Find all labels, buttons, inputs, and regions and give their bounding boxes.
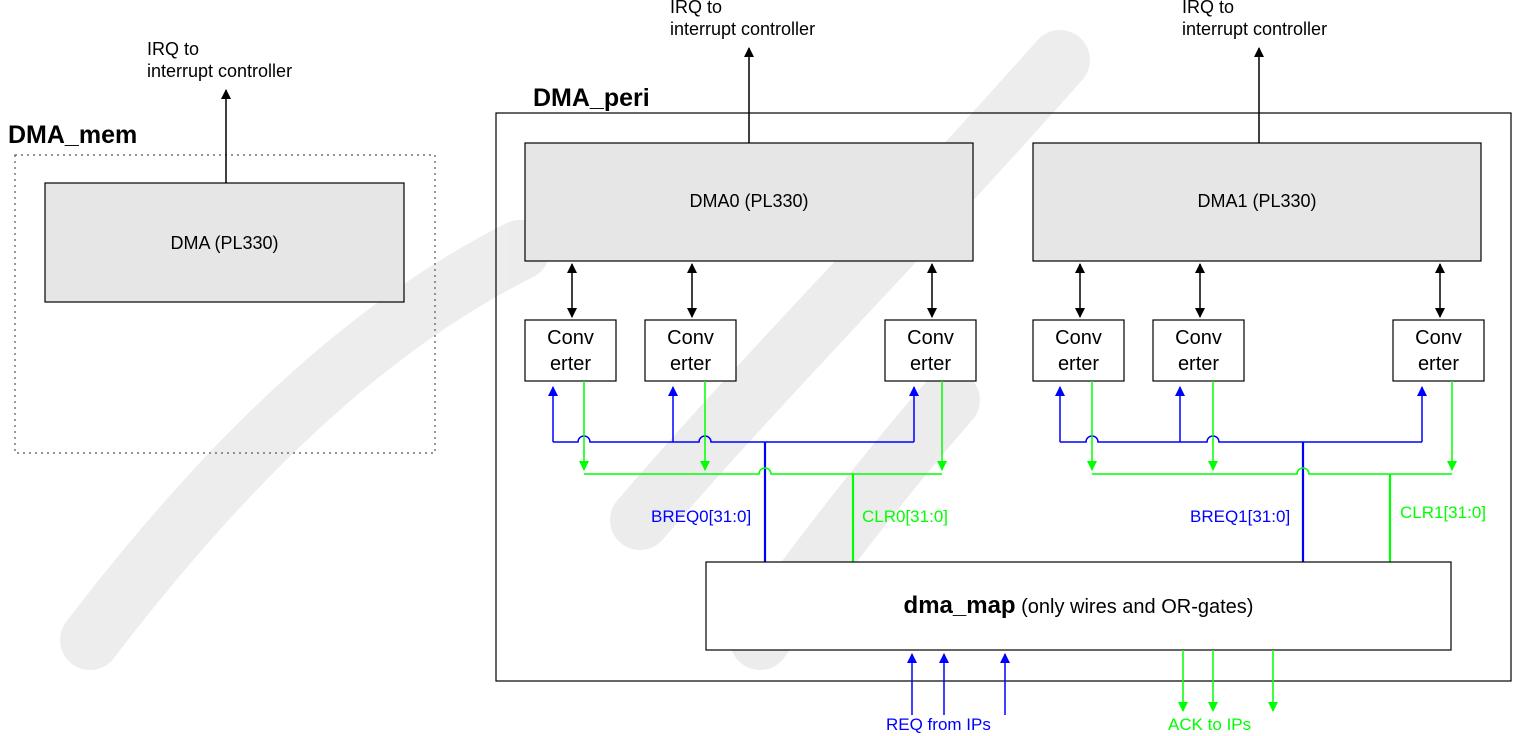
dma-peri-title: DMA_peri bbox=[533, 84, 650, 112]
breq0-bus bbox=[548, 386, 919, 562]
req-arrows bbox=[907, 653, 1010, 715]
dma-mem-block-label: DMA (PL330) bbox=[170, 233, 279, 253]
converter-line2: erter bbox=[1057, 353, 1100, 375]
breq1-bus bbox=[1055, 386, 1427, 562]
converter-line1: Conv bbox=[1415, 327, 1462, 349]
dma1-irq-label: IRQ to interrupt controller bbox=[1182, 0, 1327, 40]
dma1-block-label: DMA1 (PL330) bbox=[1197, 191, 1317, 211]
converter-box bbox=[644, 319, 737, 382]
irq-line2: interrupt controller bbox=[147, 61, 293, 81]
converter-line1: Conv bbox=[1175, 327, 1222, 349]
dma-mem-block bbox=[44, 182, 405, 303]
converter-label: Conv erter bbox=[1033, 325, 1124, 377]
converter-line2: erter bbox=[549, 353, 592, 375]
converter-label: Conv erter bbox=[1153, 325, 1244, 377]
breq1-label: BREQ1[31:0] bbox=[1190, 507, 1291, 526]
converter-box bbox=[1032, 319, 1125, 382]
clr0-label: CLR0[31:0] bbox=[862, 507, 948, 526]
converter-line1: Conv bbox=[907, 327, 954, 349]
converter-box bbox=[1152, 319, 1245, 382]
dma-converter-links bbox=[567, 263, 1445, 318]
converter-line2: erter bbox=[909, 353, 952, 375]
converter-label: Conv erter bbox=[885, 325, 976, 377]
dma1-block bbox=[1032, 142, 1482, 262]
dma0-irq-label: IRQ to interrupt controller bbox=[670, 0, 815, 40]
dma-map-desc: (only wires and OR-gates) bbox=[1021, 596, 1254, 618]
converter-box bbox=[524, 319, 617, 382]
converter-line2: erter bbox=[1417, 353, 1460, 375]
dma-map-block bbox=[705, 561, 1452, 651]
dma0-block-label: DMA0 (PL330) bbox=[689, 191, 809, 211]
converter-label: Conv erter bbox=[645, 325, 736, 377]
dma-mem-title: DMA_mem bbox=[8, 121, 138, 149]
converter-label: Conv erter bbox=[1393, 325, 1484, 377]
irq-line1: IRQ to bbox=[147, 39, 200, 59]
converter-boxes bbox=[524, 319, 1485, 382]
converter-box bbox=[1392, 319, 1485, 382]
irq-line2: interrupt controller bbox=[1182, 19, 1328, 39]
dma-mem-irq-label: IRQ to interrupt controller bbox=[147, 38, 292, 82]
irq-line2: interrupt controller bbox=[670, 19, 816, 39]
dma-mem-frame bbox=[14, 154, 436, 454]
converter-line1: Conv bbox=[1055, 327, 1102, 349]
converter-line2: erter bbox=[669, 353, 712, 375]
breq0-label: BREQ0[31:0] bbox=[651, 507, 752, 526]
converter-line2: erter bbox=[1177, 353, 1220, 375]
dma-map-name: dma_map bbox=[903, 592, 1016, 619]
converter-line1: Conv bbox=[667, 327, 714, 349]
clr1-label: CLR1[31:0] bbox=[1400, 503, 1486, 522]
ack-arrows bbox=[1178, 650, 1278, 712]
ack-to-ips-label: ACK to IPs bbox=[1168, 715, 1252, 734]
clr0-bus bbox=[579, 381, 947, 562]
converter-line1: Conv bbox=[547, 327, 594, 349]
dma-map-label: dma_map (only wires and OR-gates) bbox=[706, 594, 1451, 618]
req-from-ips-label: REQ from IPs bbox=[886, 715, 991, 734]
clr1-bus bbox=[1087, 381, 1457, 562]
irq-line1: IRQ to bbox=[670, 0, 723, 17]
converter-label: Conv erter bbox=[525, 325, 616, 377]
converter-box bbox=[884, 319, 977, 382]
dma-peri-frame bbox=[495, 112, 1512, 682]
irq-line1: IRQ to bbox=[1182, 0, 1235, 17]
